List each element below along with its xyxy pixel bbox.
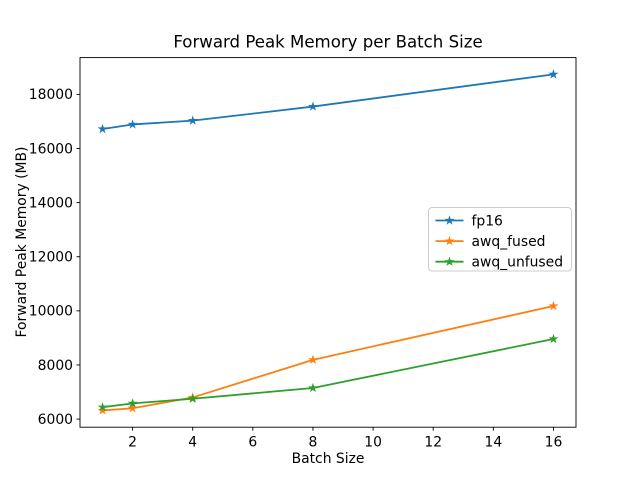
series-marker-fp16 bbox=[548, 69, 559, 79]
series-marker-awq_fused bbox=[548, 300, 559, 311]
series-marker-awq_fused bbox=[308, 354, 318, 365]
series-marker-fp16 bbox=[187, 115, 198, 125]
x-axis-tick-label: 2 bbox=[128, 435, 137, 451]
series-marker-fp16 bbox=[97, 123, 108, 134]
legend-label-awq_fused: awq_fused bbox=[472, 234, 546, 250]
x-axis-label: Batch Size bbox=[291, 451, 365, 467]
y-axis-tick-label: 14000 bbox=[29, 195, 73, 211]
series-marker-awq_unfused bbox=[308, 382, 318, 393]
y-axis-tick-label: 16000 bbox=[29, 141, 73, 157]
legend-sample-marker-fp16 bbox=[444, 215, 455, 225]
series-marker-fp16 bbox=[127, 119, 138, 129]
legend-frame bbox=[428, 207, 572, 272]
series-marker-awq_unfused bbox=[127, 398, 138, 408]
x-axis-tick-label: 16 bbox=[545, 435, 563, 451]
x-axis-tick-label: 14 bbox=[484, 435, 502, 451]
y-axis-tick-label: 18000 bbox=[29, 87, 73, 103]
x-axis-tick-label: 6 bbox=[248, 435, 257, 451]
legend-sample-marker-awq_fused bbox=[444, 235, 455, 246]
legend-label-fp16: fp16 bbox=[472, 213, 503, 229]
x-axis-tick-label: 4 bbox=[188, 435, 197, 451]
series-line-awq_fused bbox=[101, 305, 555, 412]
series-marker-fp16 bbox=[308, 101, 318, 111]
legend-label-awq_unfused: awq_unfused bbox=[472, 255, 564, 271]
y-axis-label: Forward Peak Memory (MB) bbox=[14, 146, 30, 338]
x-axis-tick-label: 10 bbox=[364, 435, 382, 451]
y-axis-tick-label: 8000 bbox=[38, 358, 73, 374]
series-marker-awq_unfused bbox=[187, 393, 198, 403]
series-marker-awq_unfused bbox=[97, 401, 108, 412]
series-marker-awq_fused bbox=[97, 405, 108, 415]
y-axis-tick-label: 6000 bbox=[38, 412, 73, 428]
series-marker-awq_unfused bbox=[548, 333, 559, 344]
series-line-fp16 bbox=[101, 73, 555, 130]
chart-title: Forward Peak Memory per Batch Size bbox=[173, 32, 483, 52]
x-axis-tick-label: 12 bbox=[424, 435, 442, 451]
legend-sample-marker-awq_unfused bbox=[444, 256, 455, 266]
y-axis-tick-label: 10000 bbox=[29, 304, 73, 320]
x-axis-tick-label: 8 bbox=[309, 435, 318, 451]
y-axis-tick-label: 12000 bbox=[29, 250, 73, 266]
series-marker-awq_fused bbox=[127, 403, 138, 413]
series-line-awq_unfused bbox=[101, 338, 555, 409]
axes-frame bbox=[79, 57, 577, 428]
